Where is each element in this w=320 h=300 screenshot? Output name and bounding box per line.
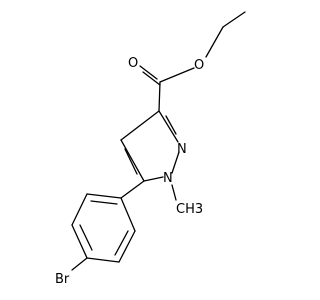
bond-c3-n2-outer <box>158 110 179 143</box>
bond-n1-c5 <box>143 176 164 182</box>
bond-n1-methyl <box>171 184 177 201</box>
bond-carbonyl-c3 <box>158 81 161 112</box>
bond-benzene-para-meta-right <box>86 257 120 263</box>
bond-benzene-ipso-ortho-left <box>86 193 122 199</box>
bond-para-bromine <box>71 257 88 271</box>
bond-c3-n2-inner <box>165 115 177 135</box>
bond-c5-c4-outer <box>120 139 145 182</box>
bond-c4-c3 <box>120 110 160 141</box>
bond-benzene-inner-2 <box>79 224 93 251</box>
bond-ethyl-ch3-ch2 <box>222 11 246 28</box>
atom-ring-n2: N <box>177 142 187 157</box>
bond-n2-n1 <box>171 151 180 174</box>
atom-ring-n1: N <box>163 171 173 186</box>
bond-ethyl-ch2-o <box>205 26 224 58</box>
chemical-structure-diagram: O O N N CH3 Br <box>55 11 246 287</box>
atom-methyl: CH3 <box>176 202 203 217</box>
bond-benzene-meta-right-ortho-right <box>118 230 136 263</box>
bond-c5-c4-inner <box>124 148 138 175</box>
bond-carbonyl-double-outer <box>139 65 158 80</box>
bond-benzene-inner-3 <box>114 230 129 256</box>
bond-benzene-ortho-left-meta-left <box>71 193 88 226</box>
atom-bromine: Br <box>55 272 70 287</box>
atom-ester-carbonyl-o: O <box>128 56 138 71</box>
bond-o-carbonyl-carbon <box>159 67 195 83</box>
bond-benzene-meta-left-para <box>71 224 88 259</box>
bond-benzene-ortho-right-ipso <box>120 197 136 232</box>
bond-benzene-inner-1 <box>90 200 118 205</box>
atom-ester-ether-o: O <box>194 58 204 73</box>
bond-c5-aryl-ipso <box>120 180 145 199</box>
bond-carbonyl-double-inner <box>142 71 161 86</box>
